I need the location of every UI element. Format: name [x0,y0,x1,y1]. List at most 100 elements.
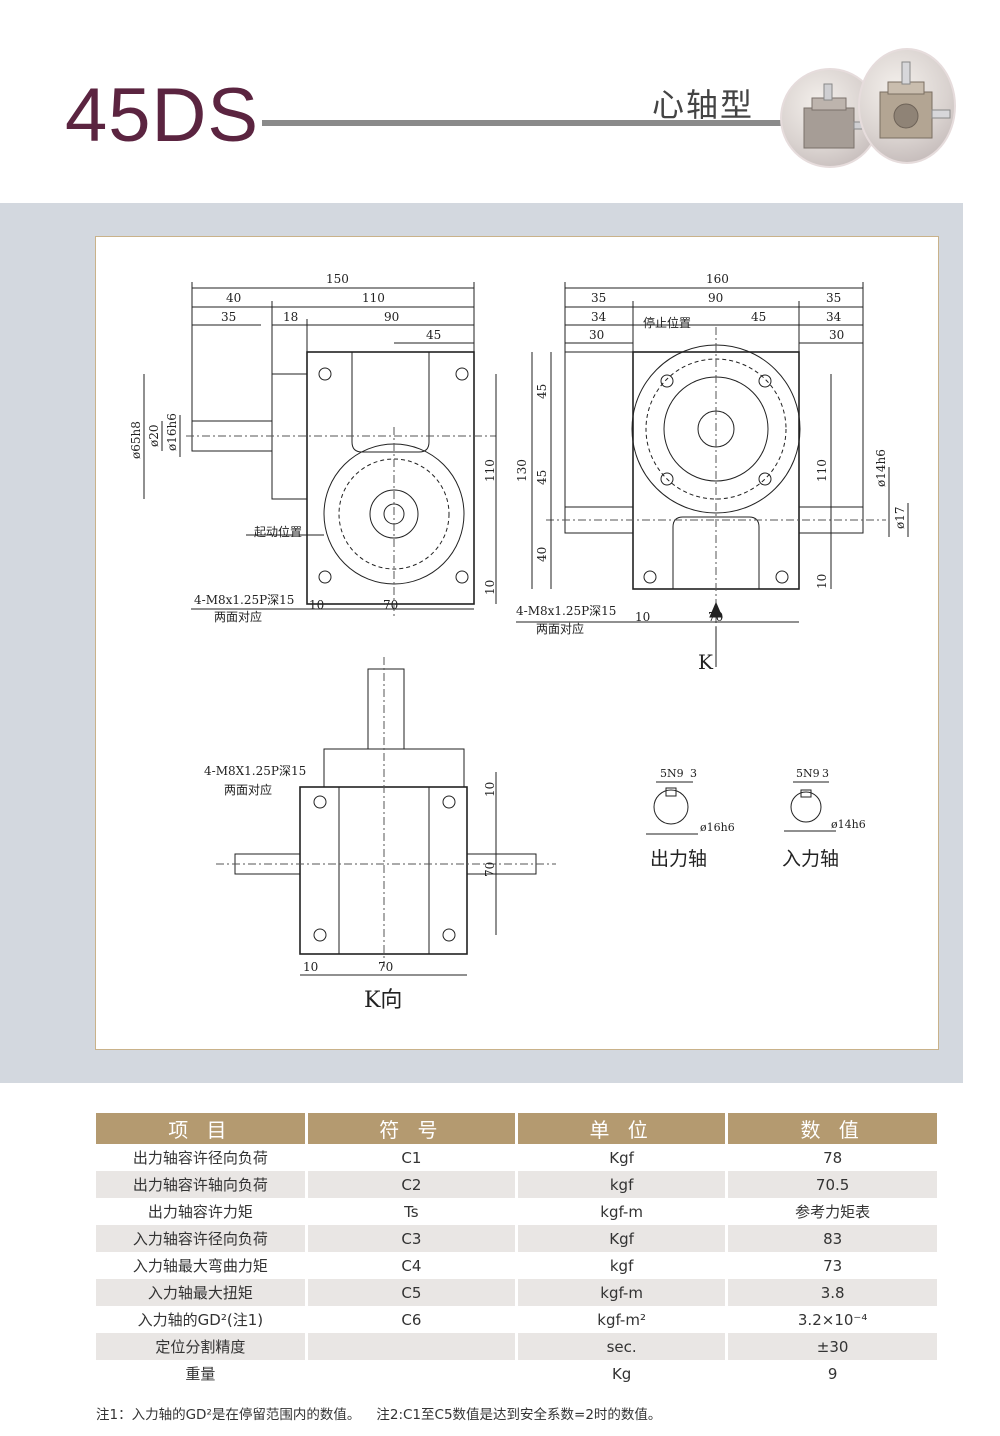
header-item: 项 目 [96,1113,308,1144]
dim-150-left: 150 [326,272,349,286]
table-row: 入力轴最大弯曲力矩 C4 kgf 73 [96,1252,937,1279]
dia-16h6: ø16h6 [165,413,179,451]
dim-10-right-vertical: 10 [815,574,829,589]
stop-position-label: 停止位置 [643,315,691,330]
cell-value: 73 [726,1252,937,1279]
cell-unit: kgf-m [516,1198,729,1225]
type-label: 心轴型 [652,86,755,124]
cell-item: 入力轴最大扭矩 [96,1279,308,1306]
spec-table: 项 目 符 号 单 位 数 值 出力轴容许径向负荷 C1 Kgf 78 出力轴容… [96,1113,937,1387]
cell-unit: kgf-m² [516,1306,729,1333]
dim-70-k-bottom: 70 [378,960,393,974]
dia-65h8: ø65h8 [129,421,143,459]
cell-value: 83 [726,1225,937,1252]
cell-value: 参考力矩表 [726,1198,937,1225]
cell-value: 9 [726,1360,937,1387]
cell-unit: kgf [516,1252,729,1279]
k-view [216,657,556,976]
dim-70-k-vertical: 70 [483,862,497,877]
cell-value: ±30 [726,1333,937,1360]
cell-symbol: C6 [306,1306,519,1333]
gearbox-photo-icon [879,61,951,139]
table-row: 定位分割精度 sec. ±30 [96,1333,937,1360]
cell-item: 定位分割精度 [96,1333,308,1360]
cell-value: 78 [726,1144,937,1171]
dim-90-right: 90 [708,291,723,305]
cell-value: 3.2×10⁻⁴ [726,1306,937,1333]
dim-130: 130 [515,459,529,482]
footnote-1: 注1：入力轴的GD²是在停留范围内的数值。 [96,1407,361,1423]
both-sides-left: 两面对应 [214,609,262,624]
thread-note-left: 4-M8x1.25P深15 [194,593,294,607]
header-value: 数 值 [726,1113,937,1144]
spec-table-header: 项 目 符 号 单 位 数 值 [96,1113,937,1144]
table-row: 重量 Kg 9 [96,1360,937,1387]
cell-value: 3.8 [726,1279,937,1306]
table-row: 出力轴容许径向负荷 C1 Kgf 78 [96,1144,937,1171]
dim-35-right-a: 35 [591,291,606,305]
input-shaft-label: 入力轴 [782,848,839,870]
technical-drawing: 150 40 110 35 18 90 45 110 10 ø65h8 ø20 … [129,272,909,1013]
table-row: 入力轴的GD²(注1) C6 kgf-m² 3.2×10⁻⁴ [96,1306,937,1333]
dim-40-left: 40 [226,291,241,305]
thread-note-bottom: 4-M8X1.25P深15 [204,764,306,778]
cell-unit: Kgf [516,1225,729,1252]
cell-item: 出力轴容许力矩 [96,1198,308,1225]
dim-35-left: 35 [221,310,236,324]
cell-item: 出力轴容许径向负荷 [96,1144,308,1171]
cell-symbol [306,1360,519,1387]
thread-note-right: 4-M8x1.25P深15 [516,604,616,618]
dim-110-left: 110 [362,291,385,305]
cell-symbol: C1 [306,1144,519,1171]
dim-34-right-a: 34 [591,310,607,324]
cell-symbol: Ts [306,1198,519,1225]
k-view-label: K向 [364,988,402,1013]
dim-45-vertical-b: 45 [535,470,549,485]
shaft-sections [646,781,836,835]
table-row: 入力轴最大扭矩 C5 kgf-m 3.8 [96,1279,937,1306]
table-row: 出力轴容许轴向负荷 C2 kgf 70.5 [96,1171,937,1198]
cell-symbol: C5 [306,1279,519,1306]
cell-item: 入力轴最大弯曲力矩 [96,1252,308,1279]
dia-17: ø17 [893,507,907,530]
dim-10-left-vertical: 10 [483,580,497,595]
dia-14h6-section: ø14h6 [831,818,866,831]
dim-70-right-bottom: 70 [708,610,723,624]
cell-value: 70.5 [726,1171,937,1198]
dim-10-left-bottom: 10 [309,598,324,612]
footnote-2: 注2:C1至C5数值是达到安全系数=2时的数值。 [376,1407,662,1423]
dim-45-right: 45 [751,310,766,324]
title-rule [262,120,802,126]
dim-40-vertical: 40 [535,547,549,562]
cell-unit: Kg [516,1360,729,1387]
keyway-input: 5N9 [796,767,820,780]
dim-110-left-vertical: 110 [483,459,497,482]
cell-symbol [306,1333,519,1360]
dim-30-right-a: 30 [589,328,604,342]
output-shaft-label: 出力轴 [650,848,707,870]
dim-30-right-b: 30 [829,328,844,342]
cell-unit: sec. [516,1333,729,1360]
dim-10-k-bottom: 10 [303,960,318,974]
keyway-output: 5N9 [660,767,684,780]
dim-10-right-bottom: 10 [635,610,650,624]
dia-14h6-right: ø14h6 [874,449,888,487]
dim-160-right: 160 [706,272,729,286]
dia-20: ø20 [147,425,161,448]
technical-drawing-frame: 150 40 110 35 18 90 45 110 10 ø65h8 ø20 … [95,236,939,1050]
header-unit: 单 位 [516,1113,729,1144]
header-symbol: 符 号 [306,1113,519,1144]
cell-unit: kgf [516,1171,729,1198]
cell-symbol: C4 [306,1252,519,1279]
cell-unit: kgf-m [516,1279,729,1306]
key-depth-output: 3 [690,767,697,780]
cell-item: 入力轴的GD²(注1) [96,1306,308,1333]
table-row: 出力轴容许力矩 Ts kgf-m 参考力矩表 [96,1198,937,1225]
cell-unit: Kgf [516,1144,729,1171]
model-title: 45DS [65,73,260,158]
both-sides-bottom: 两面对应 [224,782,272,797]
dim-34-right-b: 34 [826,310,842,324]
front-view [143,282,497,617]
cell-item: 入力轴容许径向负荷 [96,1225,308,1252]
dia-16h6-section: ø16h6 [700,821,735,834]
